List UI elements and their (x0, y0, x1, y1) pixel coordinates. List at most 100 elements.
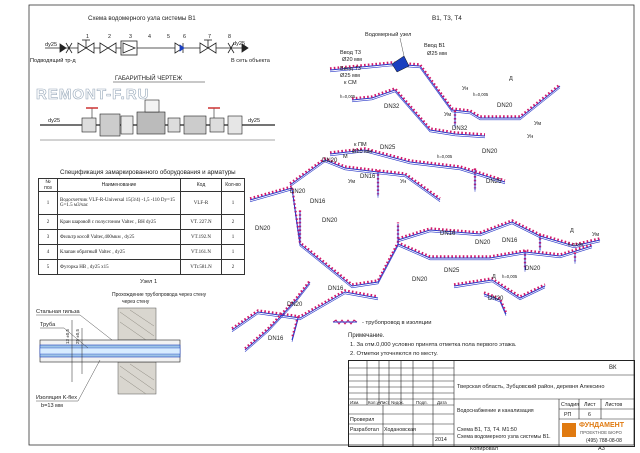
kpm-label: к ПМ (354, 142, 367, 148)
pipe-dn-label: DN16 (328, 286, 344, 292)
fixture-label: Ум (592, 232, 599, 238)
stamp-col: Подп. (416, 400, 428, 405)
pipe-return (351, 91, 486, 139)
spec-cell: VT.192.N (180, 229, 222, 245)
outlet-dy: dy25 (233, 41, 245, 47)
stamp-developer: Ходановская (384, 427, 416, 433)
stamp-drawing: Схема В1, Т3, Т4. М1:50 (457, 427, 517, 433)
node-title: Узел 1 (140, 279, 157, 285)
dim-left: 13 ±0,5 (65, 329, 70, 344)
pipe-hot (289, 157, 441, 200)
pipe-return (483, 295, 507, 316)
stamp-drawing2: Схема водомерного узла системы В1. (457, 434, 551, 440)
spec-cell: 2 (221, 214, 245, 230)
pipe-dn-label: DN20 (475, 240, 491, 246)
fixture-label: Ун (527, 134, 533, 140)
pipe-return (453, 281, 546, 301)
fixture-label: Д (492, 274, 496, 280)
overall-drawing (40, 99, 275, 141)
stamp-col: №док. (391, 400, 404, 405)
pipe-dn-label: DN16 (502, 238, 518, 244)
pipe-label: Труба (40, 322, 56, 328)
scheme-position-number: 6 (183, 34, 186, 40)
spec-cell: VLF-R (180, 191, 222, 215)
spec-cell: 1 (38, 191, 58, 215)
scheme-position-number: 4 (148, 34, 151, 40)
pipe-dn-label: DN20 (412, 277, 428, 283)
scheme-title: Схема водомерного узла системы В1 (88, 15, 196, 22)
pipe-cold (453, 279, 546, 299)
pipe-dn-label: DN20 (482, 149, 498, 155)
spec-cell: Фильтр косой Valtec,400мкм , dy25 (57, 229, 181, 245)
spec-cell: 3 (38, 229, 58, 245)
format-label: А3 (598, 446, 605, 452)
scheme-position-number: 7 (208, 34, 211, 40)
pipe-return (289, 161, 441, 203)
note-2: 2. Отметки уточняются по месту. (350, 351, 438, 357)
stamp-col: Дата (437, 400, 447, 405)
overall-title: ГАБАРИТНЫЙ ЧЕРТЕЖ (115, 74, 183, 82)
inlet-t4: Ввод Т3 (340, 66, 361, 72)
pipe-return (291, 319, 299, 342)
pipe-dn-label: DN16 (268, 336, 284, 342)
pipe-cold (289, 159, 441, 201)
level-mark: h=0,005 (568, 242, 584, 247)
company-logo (562, 423, 576, 437)
pipe-hot (397, 219, 601, 246)
insulation-label: Изоляция K-flex (36, 395, 77, 401)
pipe-dn-label: DN16 (310, 199, 326, 205)
legend-symbol (332, 319, 358, 325)
overall-dy-left: dy25 (48, 118, 60, 124)
pipe-return (231, 293, 379, 333)
fixture-label: Д (509, 76, 513, 82)
scheme-position-number: 5 (167, 34, 170, 40)
node-subtitle: Прохождение трубопровода через стену (112, 292, 207, 298)
spec-header: Наименование (57, 178, 181, 192)
spec-cell: VTr.581.N (180, 259, 222, 275)
copied-label: Копировал (470, 446, 499, 452)
overall-dy-right: dy25 (248, 118, 260, 124)
wall-section (39, 307, 181, 395)
pipe-dn-label: DN25 (444, 268, 460, 274)
spec-title: Спецификация замаркированного оборудован… (60, 169, 236, 176)
pipe-dn-label: DN20 (497, 103, 513, 109)
outlet-label: В сеть объекта (231, 58, 271, 64)
spec-cell: Фугорка НВ , dy25 х15 (57, 259, 181, 275)
pipe-cold (397, 221, 601, 247)
stamp-stage-header: Стадия (561, 402, 580, 408)
stamp-sheet: 6 (588, 412, 591, 418)
pipe-cold (249, 187, 593, 287)
pipe-cold (231, 291, 379, 331)
pipe-dn-label: DN32 (452, 126, 468, 132)
pipe-hot (244, 279, 311, 350)
pipe-dn-label: DN20 (287, 302, 303, 308)
stamp-col: Лист (380, 400, 390, 405)
pipe-return (329, 151, 506, 185)
watermark: REMONT-F.RU (36, 86, 150, 103)
pipe-dn-label: DN20 (255, 226, 271, 232)
fixture-label: Ун (400, 179, 406, 185)
meter-node-label: Водомерный узел (365, 31, 411, 38)
spec-cell: 1 (221, 229, 245, 245)
stamp-stage: РП (564, 412, 572, 418)
pipe-dn-label: DN32 (384, 104, 400, 110)
pipe-hot (231, 289, 379, 330)
inlet-t3-diam: Ø20 мм (342, 57, 362, 63)
level-mark: h=0,005 (473, 92, 489, 97)
steel-sleeve-label: Стальная гильза (36, 309, 81, 315)
spec-cell: 1 (221, 191, 245, 215)
kpm-diam: Ø20 мм (352, 149, 372, 155)
pipe-hot (351, 87, 486, 136)
spec-cell: VT. 227.N (180, 214, 222, 230)
title-block: ВК Тверская область, Зубцовский район, д… (348, 360, 635, 447)
